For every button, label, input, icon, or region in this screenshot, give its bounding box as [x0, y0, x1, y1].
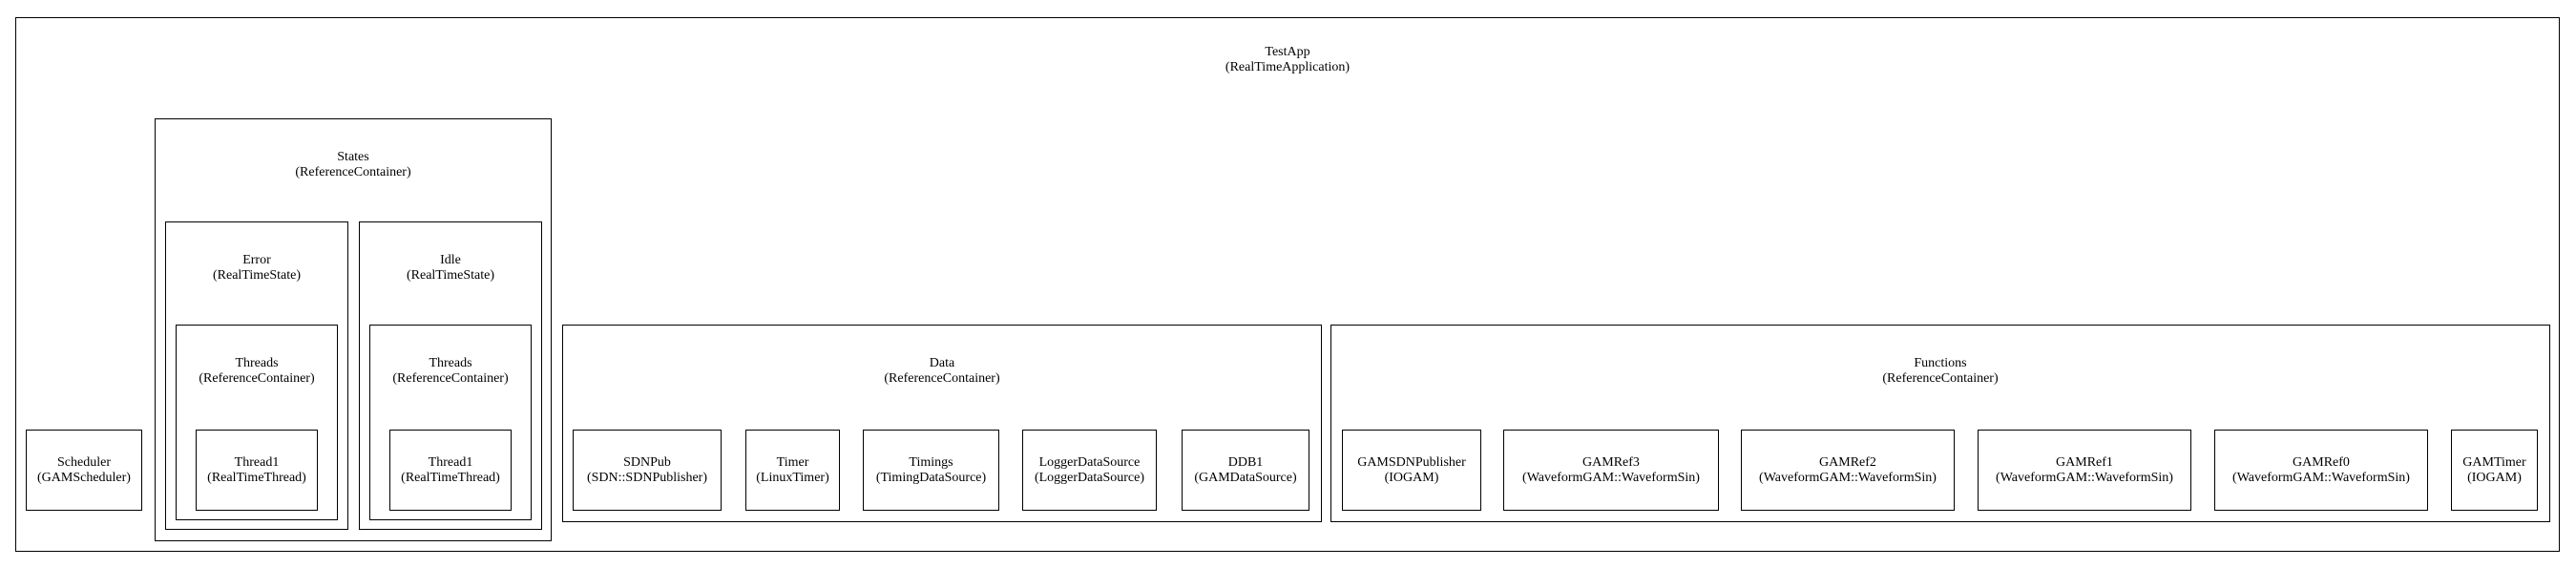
- scheduler-class: (GAMScheduler): [37, 470, 131, 485]
- error-thread1-name: Thread1: [234, 454, 280, 470]
- states-class: (ReferenceContainer): [295, 165, 411, 179]
- gam-class: (WaveformGAM::WaveformSin): [1996, 470, 2173, 485]
- functions-label: Functions (ReferenceContainer): [1331, 356, 2549, 387]
- error-thread1-node[interactable]: Thread1 (RealTimeThread): [196, 430, 318, 511]
- datasource-class: (SDN::SDNPublisher): [586, 470, 707, 485]
- datasource-name: Timings: [909, 454, 953, 470]
- datasource-node[interactable]: Timings (TimingDataSource): [863, 430, 999, 511]
- idle-state-name: Idle: [440, 253, 461, 267]
- gam-node[interactable]: GAMRef1 (WaveformGAM::WaveformSin): [1978, 430, 2191, 511]
- gam-name: GAMRef3: [1582, 454, 1640, 470]
- idle-threads-label: Threads (ReferenceContainer): [370, 356, 531, 387]
- data-label: Data (ReferenceContainer): [563, 356, 1321, 387]
- idle-state-class: (RealTimeState): [406, 268, 495, 283]
- gam-node[interactable]: GAMRef3 (WaveformGAM::WaveformSin): [1503, 430, 1719, 511]
- datasource-class: (LoggerDataSource): [1034, 470, 1145, 485]
- gam-name: GAMRef0: [2293, 454, 2350, 470]
- idle-state-label: Idle (RealTimeState): [360, 253, 541, 284]
- data-name: Data: [929, 356, 955, 370]
- gam-node[interactable]: GAMRef0 (WaveformGAM::WaveformSin): [2214, 430, 2428, 511]
- functions-class: (ReferenceContainer): [1882, 371, 1999, 386]
- error-thread1-class: (RealTimeThread): [207, 470, 306, 485]
- gam-class: (WaveformGAM::WaveformSin): [2232, 470, 2410, 485]
- functions-name: Functions: [1914, 356, 1967, 370]
- datasource-class: (GAMDataSource): [1194, 470, 1297, 485]
- gam-class: (WaveformGAM::WaveformSin): [1522, 470, 1700, 485]
- gam-node[interactable]: GAMSDNPublisher (IOGAM): [1342, 430, 1481, 511]
- datasource-name: Timer: [776, 454, 809, 470]
- gam-name: GAMTimer: [2462, 454, 2526, 470]
- idle-thread1-node[interactable]: Thread1 (RealTimeThread): [389, 430, 512, 511]
- states-label: States (ReferenceContainer): [156, 150, 551, 180]
- idle-thread1-name: Thread1: [428, 454, 473, 470]
- error-state-name: Error: [242, 253, 271, 267]
- gam-class: (IOGAM): [1384, 470, 1439, 485]
- idle-threads-class: (ReferenceContainer): [392, 371, 509, 386]
- error-threads-class: (ReferenceContainer): [199, 371, 315, 386]
- datasource-name: DDB1: [1227, 454, 1264, 470]
- scheduler-name: Scheduler: [57, 454, 111, 470]
- gam-name: GAMRef2: [1819, 454, 1876, 470]
- idle-thread1-class: (RealTimeThread): [401, 470, 500, 485]
- error-threads-name: Threads: [235, 356, 279, 370]
- datasource-node[interactable]: LoggerDataSource (LoggerDataSource): [1022, 430, 1157, 511]
- error-threads-label: Threads (ReferenceContainer): [177, 356, 337, 387]
- testapp-name: TestApp: [1265, 45, 1310, 59]
- testapp-label: TestApp (RealTimeApplication): [16, 45, 2559, 75]
- datasource-node[interactable]: Timer (LinuxTimer): [745, 430, 840, 511]
- gam-node[interactable]: GAMTimer (IOGAM): [2451, 430, 2538, 511]
- gam-name: GAMRef1: [2056, 454, 2113, 470]
- scheduler-node[interactable]: Scheduler (GAMScheduler): [26, 430, 142, 511]
- error-state-label: Error (RealTimeState): [166, 253, 347, 284]
- gam-class: (IOGAM): [2467, 470, 2522, 485]
- data-class: (ReferenceContainer): [884, 371, 1000, 386]
- datasource-node[interactable]: SDNPub (SDN::SDNPublisher): [573, 430, 722, 511]
- gam-class: (WaveformGAM::WaveformSin): [1759, 470, 1937, 485]
- datasource-class: (TimingDataSource): [875, 470, 987, 485]
- datasource-name: LoggerDataSource: [1038, 454, 1141, 470]
- datasource-node[interactable]: DDB1 (GAMDataSource): [1182, 430, 1309, 511]
- testapp-class: (RealTimeApplication): [1225, 60, 1351, 74]
- datasource-name: SDNPub: [623, 454, 671, 470]
- idle-threads-name: Threads: [429, 356, 472, 370]
- datasource-class: (LinuxTimer): [756, 470, 829, 485]
- gam-name: GAMSDNPublisher: [1357, 454, 1466, 470]
- error-state-class: (RealTimeState): [212, 268, 302, 283]
- states-name: States: [337, 150, 369, 164]
- gam-node[interactable]: GAMRef2 (WaveformGAM::WaveformSin): [1741, 430, 1955, 511]
